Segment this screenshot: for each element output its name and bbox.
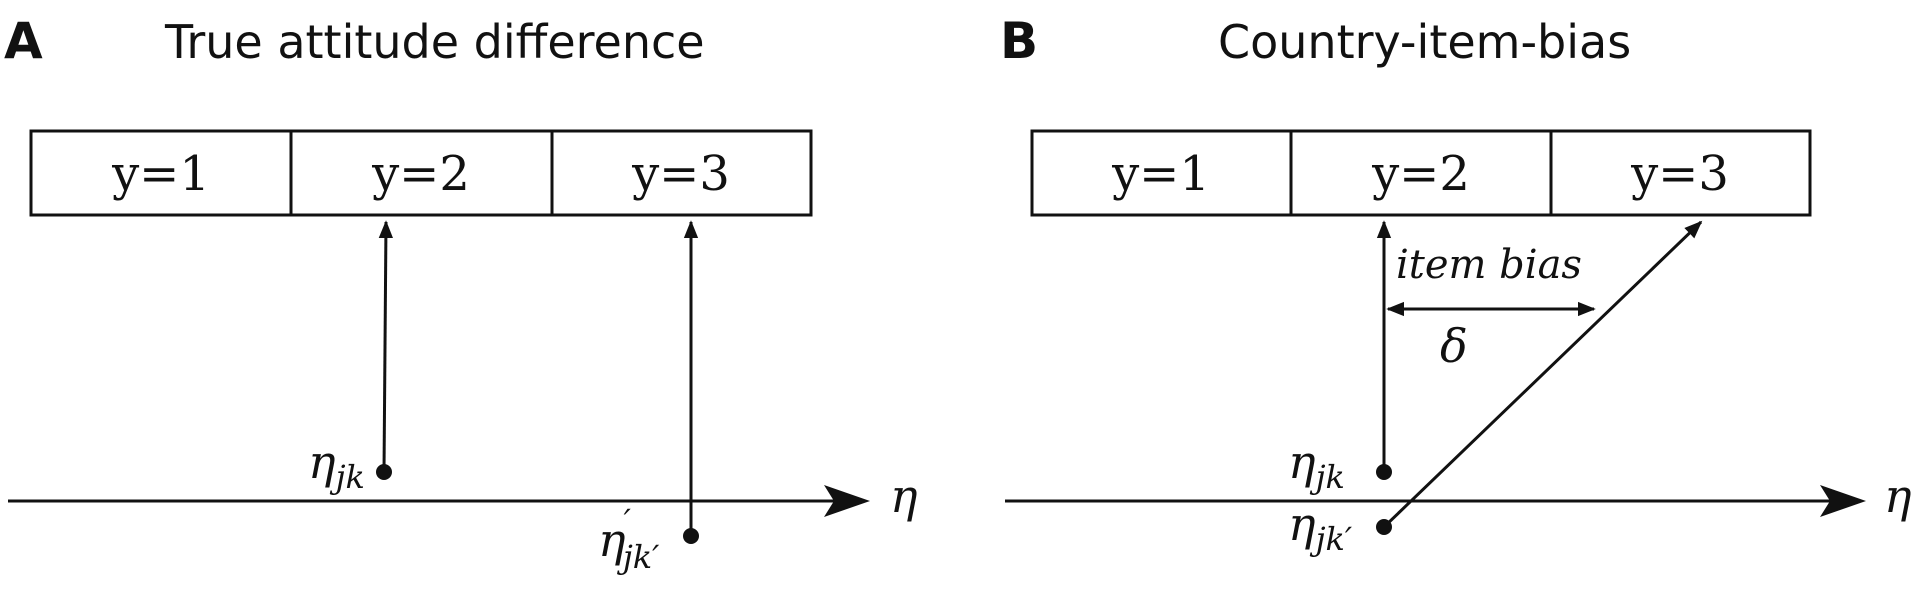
axis-arrowhead xyxy=(1820,485,1866,517)
panel-b: B Country-item-bias y=1 y=2 y=3 η ηjk xyxy=(1000,12,1912,558)
category-bar-b: y=1 y=2 y=3 xyxy=(1030,129,1812,217)
arrow-to-y2 xyxy=(378,220,394,473)
axis-label: η xyxy=(1884,469,1912,523)
category-label-3: y=3 xyxy=(1630,146,1729,202)
point-dot xyxy=(376,464,392,480)
point-label: ηjk′ xyxy=(1288,497,1353,558)
point-lower-b: ηjk′ xyxy=(1288,220,1703,558)
panel-a: A True attitude difference y=1 y=2 y=3 η… xyxy=(4,12,918,576)
point-label: ηjk xyxy=(1288,435,1345,496)
panel-letter-b: B xyxy=(1000,12,1038,70)
category-box-2 xyxy=(1289,129,1553,217)
biased-arrow-to-y3 xyxy=(1382,220,1703,529)
axis-arrowhead xyxy=(824,485,870,517)
point-upper-a: ηjk xyxy=(308,220,394,496)
category-box-1 xyxy=(29,129,293,217)
point-upper-b: ηjk xyxy=(1288,220,1392,496)
category-bar-a: y=1 y=2 y=3 xyxy=(29,129,813,217)
point-dot xyxy=(1376,519,1392,535)
category-label-3: y=3 xyxy=(631,146,730,202)
point-dot xyxy=(683,528,699,544)
category-box-2 xyxy=(289,129,554,217)
category-box-1 xyxy=(1030,129,1293,217)
point-label: η′jk′ xyxy=(598,502,660,576)
axis-label: η xyxy=(890,469,918,523)
panel-title-b: Country-item-bias xyxy=(1218,15,1631,69)
panel-title-a: True attitude difference xyxy=(164,15,705,69)
point-lower-a: η′jk′ xyxy=(598,220,699,576)
point-label: ηjk xyxy=(308,435,365,496)
category-box-3 xyxy=(1549,129,1812,217)
panel-letter-a: A xyxy=(4,12,43,70)
point-dot xyxy=(1376,464,1392,480)
category-label-2: y=2 xyxy=(1371,146,1470,202)
delta-label: δ xyxy=(1440,319,1468,373)
item-bias-annotation: item bias δ xyxy=(1386,242,1596,373)
category-label-2: y=2 xyxy=(371,146,470,202)
category-label-1: y=1 xyxy=(111,146,210,202)
item-bias-label: item bias xyxy=(1396,242,1582,288)
category-box-3 xyxy=(550,129,813,217)
category-label-1: y=1 xyxy=(1111,146,1210,202)
eta-axis-b: η xyxy=(1005,469,1912,523)
eta-axis-a: η xyxy=(8,469,918,523)
